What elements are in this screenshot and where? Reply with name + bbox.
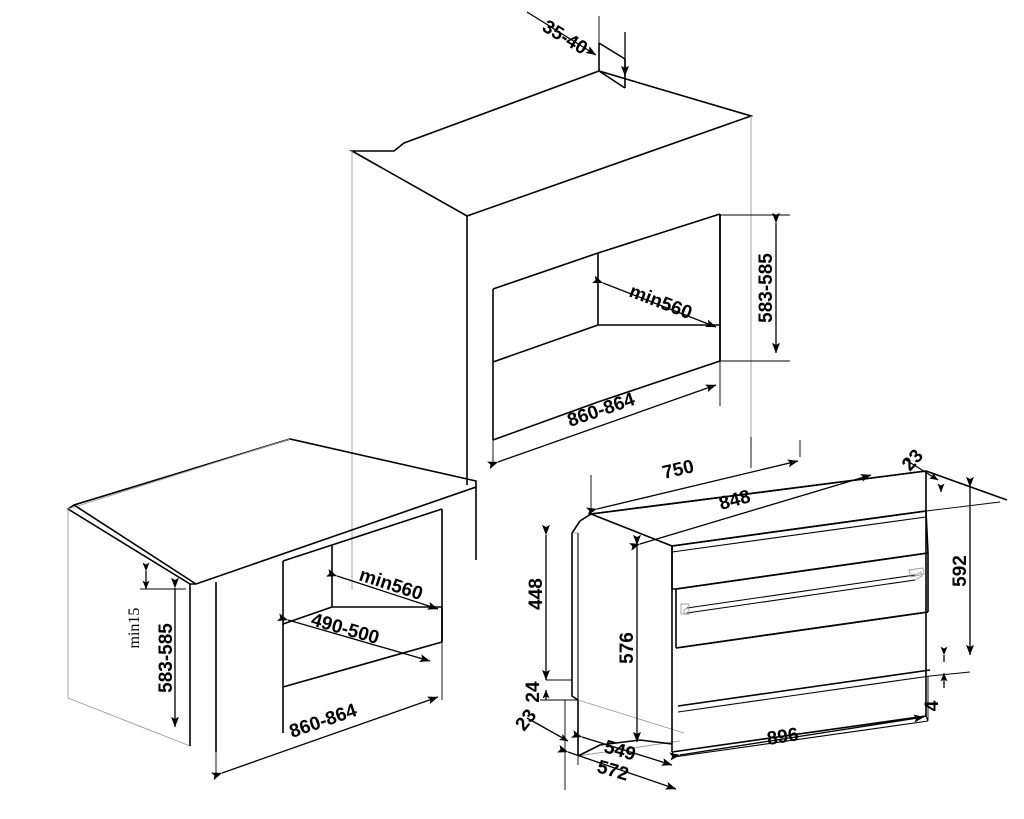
dim-oven-base-depth: 549 bbox=[571, 700, 673, 766]
dim-label-worktop-clearance: min15 bbox=[126, 608, 143, 649]
dim-plinth-depth: 490-500 bbox=[277, 610, 431, 663]
dim-label-oven-front-width: 896 bbox=[765, 724, 800, 750]
oven-body bbox=[590, 470, 929, 758]
dim-label-oven-base-offset: 23 bbox=[512, 706, 542, 736]
dim-oven-front-overhang: 23 bbox=[898, 446, 1008, 512]
dim-oven-rear-height: 448 bbox=[526, 524, 572, 681]
dim-label-under-niche-width: 860-864 bbox=[287, 700, 360, 743]
tall-unit-carcass bbox=[348, 42, 754, 590]
dim-label-under-niche-depth: min560 bbox=[356, 565, 425, 605]
dim-label-oven-base-rise: 24 bbox=[523, 681, 544, 703]
dim-tall-niche-height: 583-585 bbox=[720, 212, 790, 362]
dim-oven-top-width: 848 bbox=[629, 474, 872, 551]
dim-label-oven-body-height: 576 bbox=[617, 632, 638, 664]
oven-door-handle[interactable] bbox=[680, 567, 925, 615]
dim-tall-gap-top: 35-40 bbox=[526, 11, 629, 77]
under-counter-niche bbox=[282, 508, 443, 733]
dim-under-niche-height: 583-585 bbox=[156, 577, 179, 728]
dim-label-oven-rear-height: 448 bbox=[526, 578, 547, 610]
dim-oven-body-height: 576 bbox=[617, 534, 641, 743]
dim-oven-foot-offset: 4 bbox=[922, 646, 971, 711]
dim-label-tall-niche-depth: min560 bbox=[626, 281, 695, 324]
dim-oven-body-depth: 750 bbox=[586, 440, 801, 516]
dim-tall-niche-width: 860-864 bbox=[487, 361, 721, 470]
dim-under-niche-width: 860-864 bbox=[211, 642, 443, 781]
dim-tall-niche-depth: min560 bbox=[592, 275, 717, 328]
dim-oven-base-offset: 23 bbox=[512, 706, 569, 742]
view-under-counter-unit: min15 583-585 min560 490-500 860-864 bbox=[66, 438, 477, 781]
dim-label-tall-niche-height: 583-585 bbox=[756, 253, 777, 323]
dim-oven-front-height: 592 bbox=[937, 476, 974, 656]
dim-label-oven-body-depth: 750 bbox=[660, 456, 696, 484]
dim-label-under-niche-height: 583-585 bbox=[156, 623, 177, 693]
dim-oven-base-rise: 24 bbox=[523, 681, 578, 703]
dim-oven-front-width: 896 bbox=[669, 676, 929, 761]
dim-label-oven-top-width: 848 bbox=[717, 486, 753, 514]
dim-label-gap-top: 35-40 bbox=[538, 16, 590, 59]
oven-door-panel bbox=[675, 552, 929, 649]
worktop bbox=[66, 438, 477, 591]
dim-label-plinth-depth: 490-500 bbox=[309, 610, 382, 649]
dim-label-oven-front-height: 592 bbox=[950, 555, 971, 587]
dim-label-oven-foot-offset: 4 bbox=[922, 700, 943, 711]
oven-lower-panel bbox=[675, 611, 931, 713]
view-appliance-oven: 750 848 23 592 4 576 bbox=[512, 436, 1008, 790]
